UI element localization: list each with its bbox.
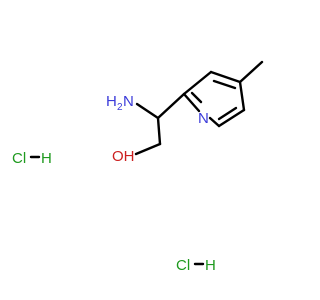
bond-ring-to-chiral-carbon bbox=[156, 92, 186, 120]
hcl-salt-1: Cl H bbox=[12, 150, 52, 167]
amine-label: H 2 N bbox=[106, 93, 134, 113]
amine-subscript: 2 bbox=[117, 102, 123, 113]
bond-c3-c4 bbox=[209, 70, 242, 84]
bond-n-c2 bbox=[182, 92, 201, 113]
bond-c5-c6 bbox=[217, 108, 246, 128]
pyridine-ring bbox=[182, 70, 246, 128]
hcl-1-cl: Cl bbox=[12, 150, 26, 167]
hcl-1-h: H bbox=[41, 150, 52, 167]
bond-c4-c5 bbox=[238, 80, 246, 112]
bond-c3-c4-inner bbox=[212, 79, 237, 90]
bond-chiral-carbon-to-nitrogen bbox=[135, 102, 160, 120]
hydroxyl-label: OH bbox=[112, 148, 135, 165]
amine-n: N bbox=[123, 93, 134, 110]
hcl-2-cl: Cl bbox=[176, 257, 190, 274]
hcl-salt-2: Cl H bbox=[176, 257, 216, 274]
bond-c6-n bbox=[208, 116, 221, 128]
hcl-2-h: H bbox=[205, 257, 216, 274]
bond-chiral-carbon-to-ch2 bbox=[156, 116, 162, 146]
bond-c2-c3 bbox=[182, 70, 213, 96]
bond-c5-c6-inner bbox=[217, 106, 238, 121]
molecule-diagram: N H 2 N OH Cl H Cl H bbox=[12, 60, 264, 274]
bond-ch2-to-oxygen bbox=[134, 142, 162, 156]
ring-nitrogen-label: N bbox=[198, 110, 209, 127]
amine-h: H bbox=[106, 93, 117, 110]
bond-n-c2-inner bbox=[190, 91, 203, 104]
methyl-bond bbox=[238, 60, 264, 84]
